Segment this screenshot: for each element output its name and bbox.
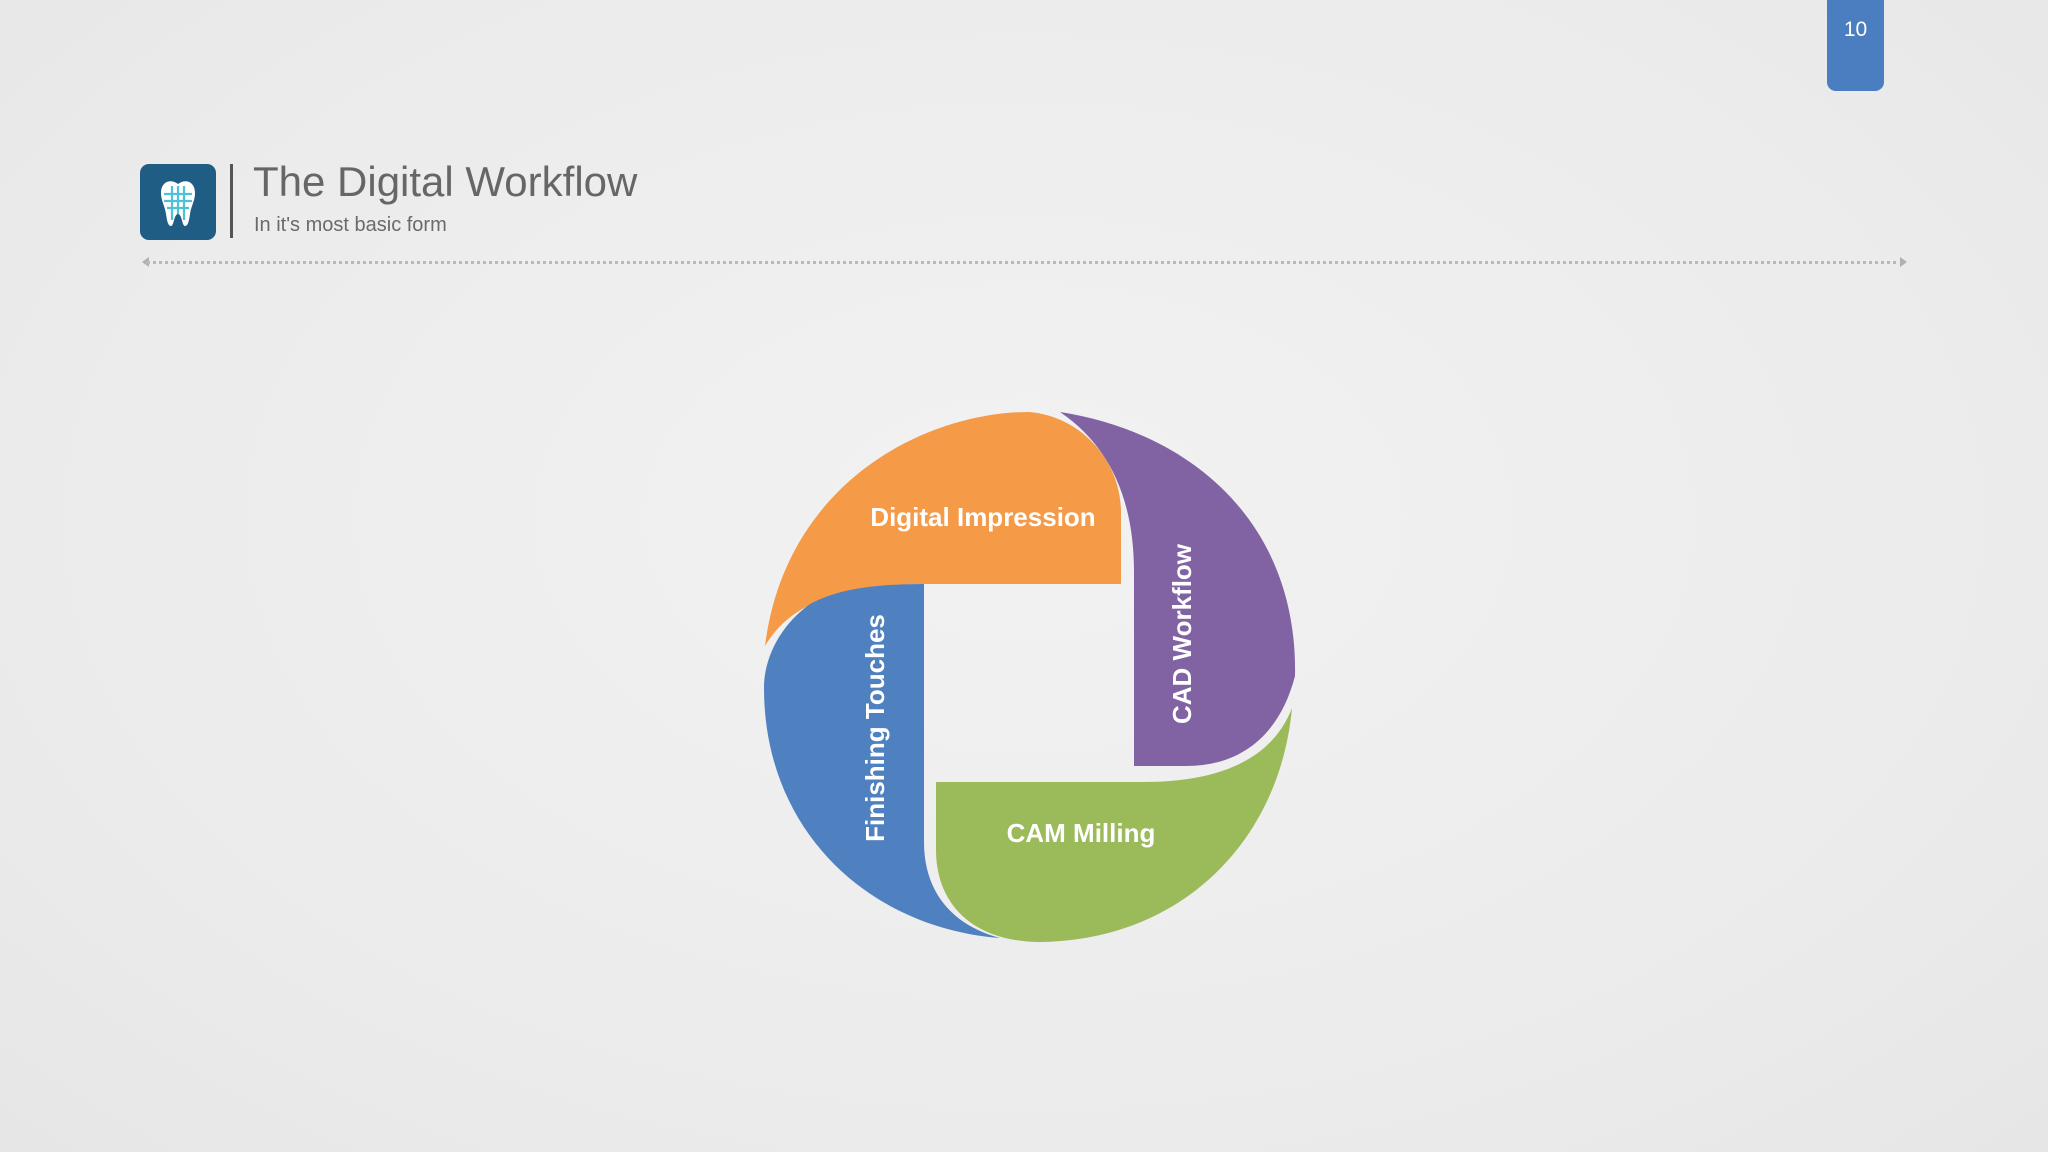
segment-digital-impression	[765, 412, 1121, 646]
slide-subtitle: In it's most basic form	[254, 214, 447, 236]
label-cam-milling: CAM Milling	[1007, 818, 1156, 848]
page-number: 10	[1843, 18, 1868, 41]
page-number-tab: 10	[1827, 0, 1884, 91]
slide-title: The Digital Workflow	[253, 158, 638, 205]
title-divider	[230, 164, 233, 238]
logo-badge	[140, 164, 216, 240]
label-digital-impression: Digital Impression	[870, 502, 1095, 532]
label-cad-workflow: CAD Workflow	[1167, 543, 1197, 724]
tooth-icon	[161, 181, 195, 226]
rule-left-arrow	[142, 257, 149, 267]
segment-cam-milling	[936, 708, 1292, 942]
rule-right-arrow	[1900, 257, 1907, 267]
header-dotted-rule	[146, 261, 1904, 264]
label-finishing-touches: Finishing Touches	[860, 614, 890, 842]
segment-finishing-touches	[764, 584, 1000, 938]
segment-cad-workflow	[1060, 412, 1296, 766]
